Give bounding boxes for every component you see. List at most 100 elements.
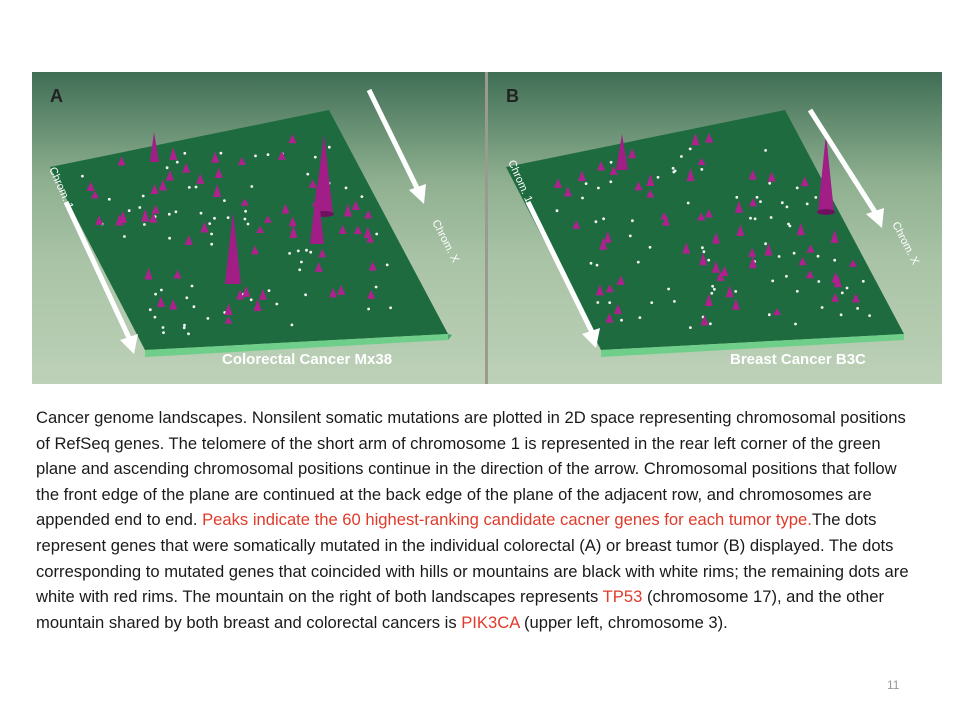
candidate-gene-peak xyxy=(796,222,805,236)
panel-a-plane-side-edge xyxy=(448,334,452,340)
mutation-dot xyxy=(138,206,142,209)
candidate-gene-peak xyxy=(151,204,160,214)
mutation-dot xyxy=(107,197,111,201)
mutation-dot xyxy=(597,186,600,190)
panel-b-arrow-right xyxy=(807,108,884,228)
candidate-gene-peak xyxy=(699,252,708,266)
panel-a-mountain-secondary xyxy=(310,184,324,244)
candidate-gene-peak xyxy=(90,190,99,199)
mutation-dot xyxy=(555,209,559,213)
candidate-gene-peak xyxy=(603,231,612,243)
panel-a-landscape: A Chrom. 1 Chrom. X Colorectal Cancer Mx… xyxy=(46,86,461,368)
candidate-gene-peak xyxy=(200,221,209,233)
mutation-dot xyxy=(710,291,714,295)
candidate-gene-peak xyxy=(117,156,126,166)
mutation-dot xyxy=(148,308,152,312)
mutation-dot xyxy=(711,284,714,288)
candidate-gene-peak xyxy=(288,216,297,227)
mutation-dot xyxy=(185,296,189,300)
candidate-gene-peak xyxy=(577,170,586,182)
candidate-gene-peak xyxy=(256,225,265,233)
candidate-gene-peak xyxy=(224,303,233,315)
candidate-gene-peak xyxy=(318,248,327,258)
candidate-gene-peak xyxy=(851,293,860,303)
mutation-dot xyxy=(833,258,837,262)
mutation-dot xyxy=(162,331,165,334)
panel-b-plane xyxy=(506,110,904,350)
candidate-gene-peak xyxy=(144,267,153,280)
panel-a-mountain-upper-left xyxy=(150,132,159,162)
mutation-dot xyxy=(290,323,294,327)
mutation-dot xyxy=(648,245,652,249)
mutation-dot xyxy=(183,151,187,155)
candidate-gene-peak xyxy=(184,234,193,246)
mutation-dot xyxy=(764,242,767,246)
candidate-gene-peak xyxy=(830,229,839,243)
panel-b-mountains xyxy=(616,134,835,215)
mutation-dot xyxy=(226,216,230,220)
caption-highlight-pik3ca: PIK3CA xyxy=(461,612,520,632)
mutation-dot xyxy=(309,250,313,254)
mutation-dot xyxy=(795,289,799,293)
candidate-gene-peak xyxy=(731,298,740,310)
caption-part-1: Cancer genome landscapes. Nonsilent soma… xyxy=(36,408,906,530)
mutation-dot xyxy=(210,242,214,246)
candidate-gene-peak xyxy=(748,169,757,180)
figure: A Chrom. 1 Chrom. X Colorectal Cancer Mx… xyxy=(32,72,942,384)
mutation-dot xyxy=(141,194,145,198)
candidate-gene-peak xyxy=(363,226,372,239)
candidate-gene-peak xyxy=(173,269,182,279)
panel-b-dots xyxy=(555,147,871,329)
candidate-gene-peak xyxy=(367,289,376,299)
panel-a-arrow-left xyxy=(63,200,138,354)
panel-b-landscape: B Chrom. 1 Chrom. X Breast Cancer B3C xyxy=(505,86,921,368)
panel-b-peaks xyxy=(554,132,860,326)
panel-a-dots xyxy=(81,145,392,336)
mutation-dot xyxy=(839,313,843,317)
mutation-dot xyxy=(167,212,171,216)
candidate-gene-peak xyxy=(169,299,178,310)
mutation-dot xyxy=(584,182,588,185)
mutation-dot xyxy=(266,153,270,156)
mutation-dot xyxy=(638,316,642,319)
candidate-gene-peak xyxy=(805,270,814,279)
candidate-gene-peak xyxy=(628,148,637,159)
mutation-dot xyxy=(300,260,303,264)
mutation-dot xyxy=(753,217,757,221)
candidate-gene-peak xyxy=(833,274,842,288)
candidate-gene-peak xyxy=(697,157,706,166)
candidate-gene-peak xyxy=(368,261,377,271)
mutation-dot xyxy=(594,220,598,224)
mutation-dot xyxy=(296,249,300,253)
candidate-gene-peak xyxy=(329,287,338,298)
mutation-dot xyxy=(123,235,126,238)
candidate-gene-peak xyxy=(806,244,815,253)
panel-a-mountain-tp53 xyxy=(314,134,333,214)
candidate-gene-peak xyxy=(250,245,259,255)
mutation-dot xyxy=(208,222,212,226)
mutation-dot xyxy=(840,291,844,295)
mutation-dot xyxy=(389,306,392,310)
mutation-dot xyxy=(183,323,186,327)
mutation-dot xyxy=(650,301,654,304)
candidate-gene-peak xyxy=(308,179,317,188)
mutation-dot xyxy=(792,251,796,255)
mutation-dot xyxy=(735,195,739,199)
candidate-gene-peak xyxy=(613,303,622,314)
candidate-gene-peak xyxy=(263,215,272,223)
candidate-gene-peak xyxy=(158,179,167,191)
mutation-dot xyxy=(700,168,704,171)
mutation-dot xyxy=(161,326,165,329)
mutation-dot xyxy=(298,268,302,272)
candidate-gene-peak xyxy=(686,168,695,182)
candidate-gene-peak xyxy=(95,215,104,225)
mutation-dot xyxy=(688,147,692,151)
candidate-gene-peak xyxy=(141,208,150,222)
panel-b-letter: B xyxy=(506,86,519,106)
mutation-dot xyxy=(701,246,704,250)
candidate-gene-peak xyxy=(800,176,809,187)
mutation-dot xyxy=(631,219,634,223)
mutation-dot xyxy=(767,313,771,317)
mutation-dot xyxy=(609,180,613,184)
mutation-dot xyxy=(154,292,157,296)
